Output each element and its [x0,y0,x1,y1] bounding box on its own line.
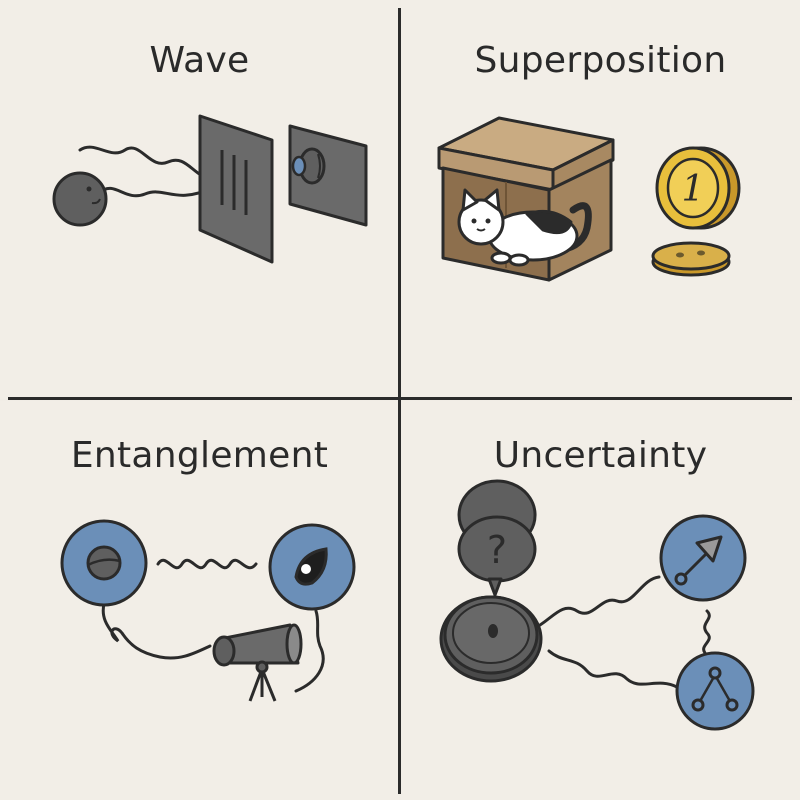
horizontal-divider [8,397,792,400]
panel-title-uncertainty: Uncertainty [493,435,708,476]
telescope-icon [212,623,303,702]
panel-wave: Wave [0,0,399,399]
wave-lines-icon [101,558,325,693]
panel-entanglement: Entanglement [0,401,399,800]
particle-face-icon [52,171,108,227]
wave-lines-icon [78,145,214,198]
cat-icon [457,188,592,267]
particle-left-icon [60,519,148,607]
coin-label: 1 [682,169,705,210]
vertical-divider [398,8,401,794]
coin-icon: 1 [651,146,741,277]
panel-uncertainty: ? Uncertainty [401,401,800,800]
disc-icon [439,595,543,683]
arrow-circle-icon [659,514,747,602]
particle-right-icon [268,523,356,611]
uncertainty-illustration: ? [439,479,755,731]
double-slit-screen-icon [198,114,274,264]
question-bubble-icon: ? [457,479,537,597]
wave-lines-icon [531,575,711,689]
entanglement-illustration [60,519,356,702]
network-circle-icon [675,651,755,731]
superposition-illustration: 1 [437,116,741,282]
detector-screen-icon [288,124,368,227]
wave-illustration [52,114,368,264]
panel-superposition: 1 Superposition [401,0,800,399]
panel-title-wave: Wave [149,40,250,81]
panel-title-superposition: Superposition [474,40,727,81]
question-mark: ? [487,528,507,572]
panel-title-entanglement: Entanglement [70,435,329,476]
